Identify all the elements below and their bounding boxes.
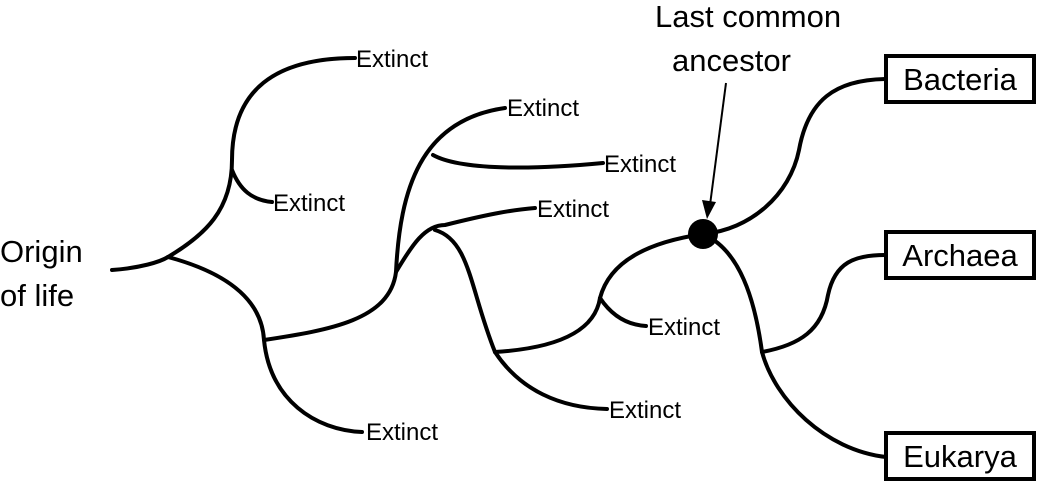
branch-extinct-4	[431, 153, 605, 170]
branch-extinct-8	[493, 350, 609, 411]
origin-label-2: of life	[0, 278, 74, 313]
branch-main-upper	[262, 106, 507, 342]
extinct-label: Extinct	[507, 95, 579, 122]
bacteria-box	[884, 54, 1036, 104]
extinct-label: Extinct	[648, 314, 720, 341]
branch-bacteria	[701, 77, 887, 236]
archaea-box	[884, 230, 1036, 280]
extinct-label: Extinct	[366, 419, 438, 446]
branch-mid-clade	[433, 228, 497, 354]
origin-label-line2: of life	[0, 278, 74, 313]
domain-archaea: Archaea	[884, 230, 1036, 280]
origin-label-line1: Origin	[0, 234, 83, 269]
origin-label: Origin	[0, 234, 83, 269]
domain-eukarya: Eukarya	[884, 431, 1036, 481]
branch-upper-clade	[166, 56, 357, 259]
eukarya-box	[884, 431, 1036, 481]
archaea-label: Archaea	[902, 238, 1018, 273]
extinct-label: Extinct	[356, 46, 428, 73]
ancestor-arrow-head	[702, 200, 716, 219]
branch-extinct-5	[394, 206, 537, 274]
ancestor-label-line2: ancestor	[672, 43, 791, 78]
domain-bacteria: Bacteria	[884, 54, 1036, 104]
root-stem	[110, 255, 170, 272]
branch-lower-clade	[166, 255, 364, 434]
branch-eukarya	[760, 350, 888, 459]
extinct-label: Extinct	[273, 190, 345, 217]
branch-archaea	[760, 253, 887, 354]
ancestor-arrow	[702, 82, 727, 219]
last-common-ancestor-node	[688, 219, 718, 249]
eukarya-label: Eukarya	[903, 439, 1017, 474]
branch-extinct-7	[598, 296, 648, 328]
ancestor-arrow-line	[709, 82, 727, 206]
branch-extinct-2	[230, 168, 274, 204]
extinct-label: Extinct	[537, 196, 609, 223]
extinct-label: Extinct	[604, 151, 676, 178]
ancestor-label-line1: Last common	[655, 0, 841, 34]
extinct-label: Extinct	[609, 397, 681, 424]
bacteria-label: Bacteria	[903, 62, 1017, 97]
branches	[110, 56, 888, 459]
